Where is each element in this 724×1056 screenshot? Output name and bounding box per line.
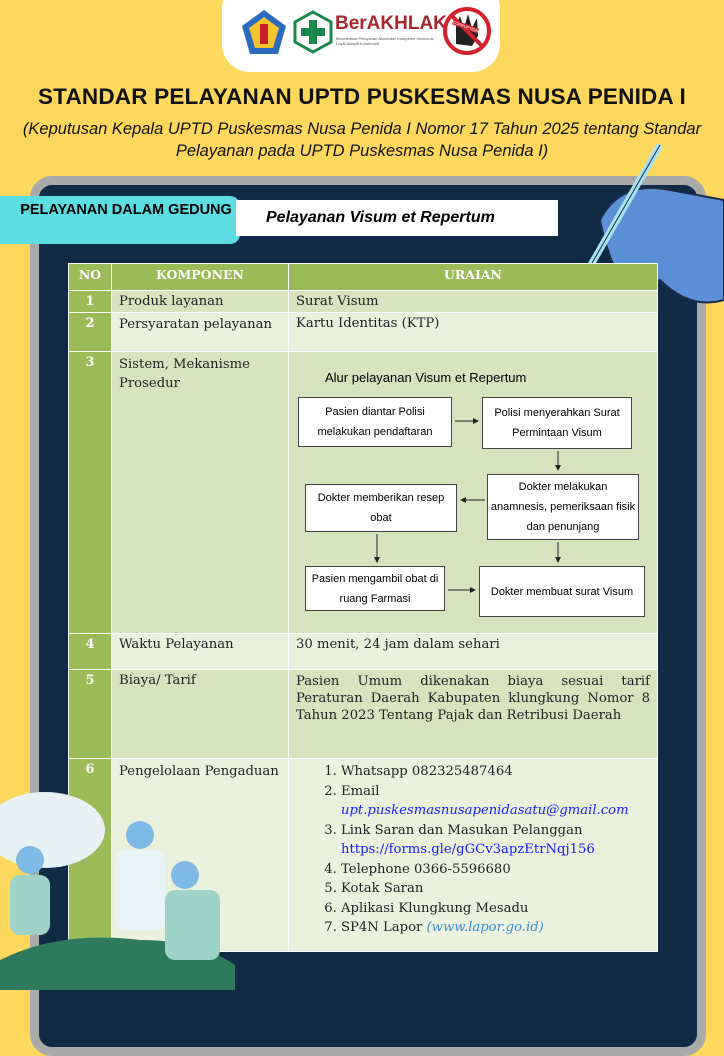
row-komponen: Produk layanan: [111, 290, 289, 313]
row-no: 2: [68, 312, 112, 352]
complaint-text: Email: [341, 783, 380, 799]
service-name-banner: Pelayanan Visum et Repertum: [236, 200, 558, 236]
complaint-text: SP4N Lapor: [341, 920, 427, 935]
row-komponen: Biaya/ Tarif: [111, 669, 289, 759]
email-link[interactable]: upt.puskesmasnusapenidasatu@gmail.com: [341, 803, 629, 818]
row-uraian: Surat Visum: [288, 290, 658, 313]
header-komponen: KOMPONEN: [111, 263, 289, 291]
flow-step-prescription: Dokter memberikan resep obat: [305, 484, 457, 532]
complaint-channels: Whatsapp 082325487464 Email upt.puskesmas…: [288, 758, 658, 952]
flow-step-pharmacy: Pasien mengambil obat di ruang Farmasi: [305, 566, 445, 611]
row-komponen: Persyaratan pelayanan: [111, 312, 289, 352]
berakhlak-tagline: Berorientasi Pelayanan Akuntabel Kompete…: [336, 36, 434, 46]
complaint-item: Aplikasi Klungkung Mesadu: [341, 899, 650, 919]
header-no: NO: [68, 263, 112, 291]
service-category-tab: PELAYANAN DALAM GEDUNG: [0, 196, 240, 244]
complaint-item: Email upt.puskesmasnusapenidasatu@gmail.c…: [341, 782, 650, 821]
row-komponen: Waktu Pelayanan: [111, 633, 289, 670]
complaint-text: Aplikasi Klungkung Mesadu: [341, 900, 529, 916]
complaint-text: Whatsapp 082325487464: [341, 764, 513, 779]
regency-emblem-icon: [242, 10, 286, 54]
complaint-text: Telephone 0366-5596680: [341, 861, 511, 877]
feedback-form-link[interactable]: https://forms.gle/gGCv3apzEtrNqj156: [341, 842, 595, 857]
row-no: 4: [68, 633, 112, 670]
anti-corruption-icon: [443, 7, 491, 55]
complaint-item: Kotak Saran: [341, 879, 650, 899]
page-title: STANDAR PELAYANAN UPTD PUSKESMAS NUSA PE…: [37, 84, 687, 109]
row-uraian: Pasien Umum dikenakan biaya sesuai tarif…: [288, 669, 658, 759]
flowchart-title: Alur pelayanan Visum et Repertum: [325, 370, 527, 385]
row-komponen: Sistem, Mekanisme Prosedur: [111, 351, 289, 634]
complaint-text: Kotak Saran: [341, 881, 424, 896]
row-no: 3: [68, 351, 112, 634]
complaint-item: Telephone 0366-5596680: [341, 860, 650, 880]
row-uraian: Kartu Identitas (KTP): [288, 312, 658, 352]
flow-step-registration: Pasien diantar Polisi melakukan pendafta…: [298, 397, 452, 447]
health-ministry-logo-icon: [293, 10, 333, 54]
row-no: 5: [68, 669, 112, 759]
complaint-item: Link Saran dan Masukan Pelanggan https://…: [341, 821, 650, 860]
medical-team-illustration-icon: [0, 792, 235, 990]
flow-step-police-request: Polisi menyerahkan Surat Permintaan Visu…: [482, 397, 632, 449]
lapor-link[interactable]: (www.lapor.go.id): [426, 920, 544, 935]
berakhlak-logo: BerAKHLAK: [335, 13, 447, 34]
flow-step-visum-letter: Dokter membuat surat Visum: [479, 566, 645, 617]
row-uraian: 30 menit, 24 jam dalam sehari: [288, 633, 658, 670]
table-header: NO KOMPONEN URAIAN: [68, 263, 658, 291]
complaint-text: Link Saran dan Masukan Pelanggan: [341, 822, 583, 838]
complaint-item: Whatsapp 082325487464: [341, 762, 650, 782]
flow-step-examination: Dokter melakukan anamnesis, pemeriksaan …: [487, 474, 639, 540]
complaint-item: SP4N Lapor (www.lapor.go.id): [341, 918, 650, 938]
header-uraian: URAIAN: [288, 263, 658, 291]
page-subtitle: (Keputusan Kepala UPTD Puskesmas Nusa Pe…: [22, 120, 702, 160]
row-no: 1: [68, 290, 112, 313]
